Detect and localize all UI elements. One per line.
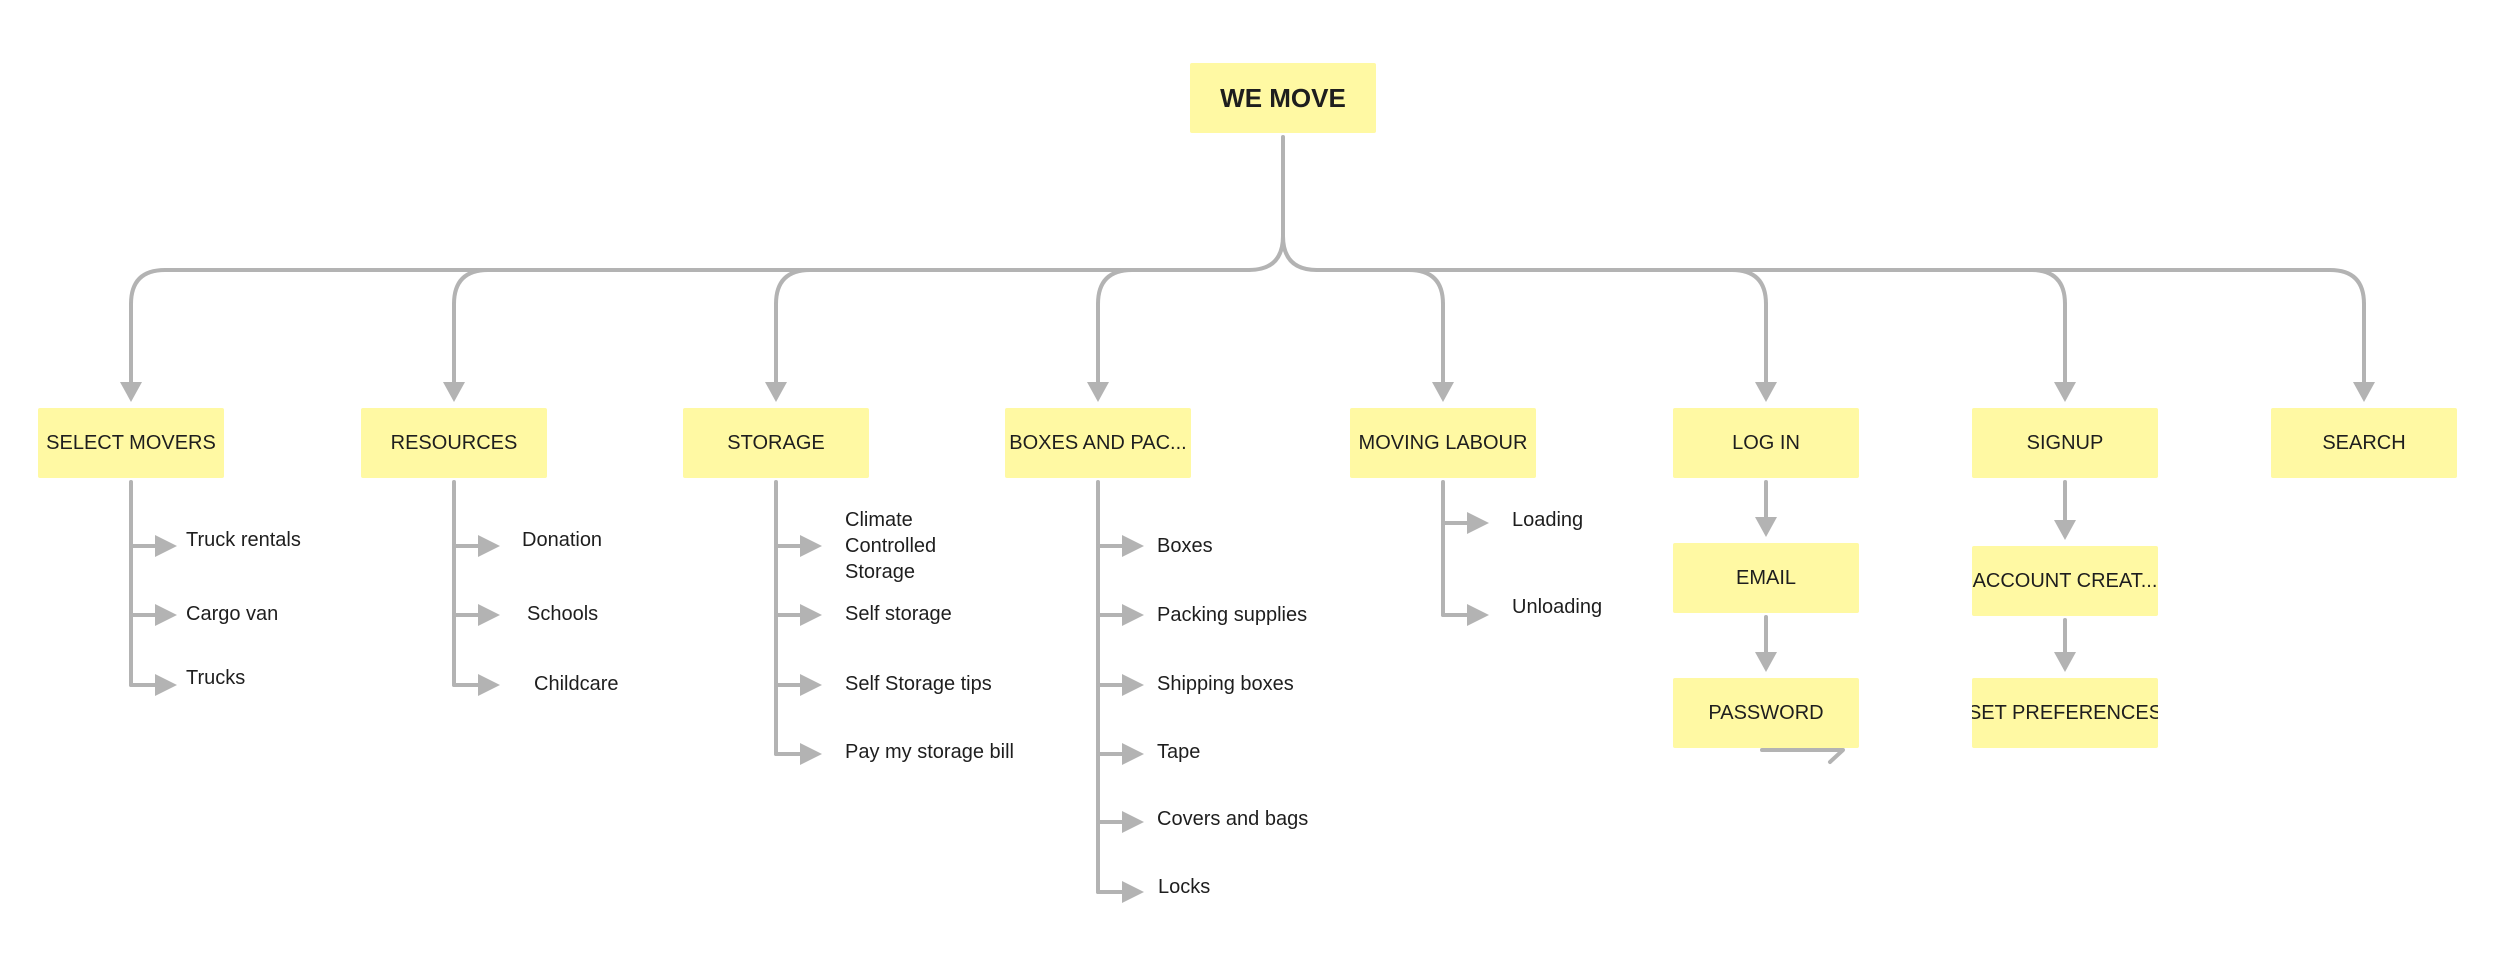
root-curve-left [1247, 234, 1285, 272]
node-log-in[interactable]: LOG IN [1673, 408, 1859, 478]
branch-curve-5 [1730, 268, 1768, 306]
spine-arrow-2-1 [800, 604, 822, 626]
spine-arrow-0-1 [155, 604, 177, 626]
spine-arrow-3-1 [1122, 604, 1144, 626]
login-to-email-arrow [1755, 517, 1777, 537]
spine-arrow-0-2 [155, 674, 177, 696]
item-shipping-boxes[interactable]: Shipping boxes [1157, 673, 1294, 695]
item-boxes[interactable]: Boxes [1157, 535, 1213, 557]
spine-arrow-2-2 [800, 674, 822, 696]
spine-arrow-1-0 [478, 535, 500, 557]
branch-arrow-4 [1432, 382, 1454, 402]
item-trucks[interactable]: Trucks [186, 667, 246, 689]
node-moving-labour[interactable]: MOVING LABOUR [1350, 408, 1536, 478]
password-stray-line [1760, 748, 1845, 764]
branch-curve-4 [1407, 268, 1445, 306]
item-unloading[interactable]: Unloading [1512, 596, 1603, 618]
node-boxes-and-packing[interactable]: BOXES AND PAC... [1005, 408, 1191, 478]
root-node[interactable]: WE MOVE [1190, 63, 1376, 133]
branch-curve-0 [129, 268, 167, 306]
branch-arrow-3 [1087, 382, 1109, 402]
item-schools[interactable]: Schools [527, 603, 599, 625]
item-pay-storage-bill[interactable]: Pay my storage bill [845, 741, 1014, 763]
branch-curve-7 [2328, 268, 2366, 306]
spine-arrow-3-5 [1122, 881, 1144, 903]
branch-arrow-0 [120, 382, 142, 402]
spine-arrow-0-0 [155, 535, 177, 557]
spine-arrow-4-0 [1467, 512, 1489, 534]
item-cargo-van[interactable]: Cargo van [186, 603, 279, 625]
branch-arrow-7 [2353, 382, 2375, 402]
branch-curve-3 [1096, 268, 1134, 306]
root-curve-right [1281, 234, 1319, 272]
spine-arrow-1-2 [478, 674, 500, 696]
branch-arrow-1 [443, 382, 465, 402]
item-locks[interactable]: Locks [1158, 876, 1211, 898]
node-set-preferences[interactable]: SET PREFERENCES [1972, 678, 2158, 748]
branch-curve-1 [452, 268, 490, 306]
spine-arrow-3-0 [1122, 535, 1144, 557]
item-childcare[interactable]: Childcare [534, 673, 619, 695]
node-email[interactable]: EMAIL [1673, 543, 1859, 613]
item-climate-controlled-storage[interactable]: Climate Controlled Storage [845, 509, 937, 583]
item-self-storage[interactable]: Self storage [845, 603, 952, 625]
node-search[interactable]: SEARCH [2271, 408, 2457, 478]
node-account-creation[interactable]: ACCOUNT CREAT... [1972, 546, 2158, 616]
item-packing-supplies[interactable]: Packing supplies [1157, 604, 1308, 626]
item-truck-rentals[interactable]: Truck rentals [186, 529, 301, 551]
item-self-storage-tips[interactable]: Self Storage tips [845, 673, 992, 695]
spine-arrow-3-4 [1122, 811, 1144, 833]
node-storage[interactable]: STORAGE [683, 408, 869, 478]
item-tape[interactable]: Tape [1157, 741, 1201, 763]
email-to-password-arrow [1755, 652, 1777, 672]
branch-curve-2 [774, 268, 812, 306]
branch-arrow-2 [765, 382, 787, 402]
spine-arrow-3-2 [1122, 674, 1144, 696]
signup-to-account-arrow [2054, 520, 2076, 540]
node-signup[interactable]: SIGNUP [1972, 408, 2158, 478]
branch-arrow-5 [1755, 382, 1777, 402]
spine-arrow-2-0 [800, 535, 822, 557]
branch-curve-6 [2029, 268, 2067, 306]
node-resources[interactable]: RESOURCES [361, 408, 547, 478]
item-loading[interactable]: Loading [1512, 509, 1584, 531]
node-password[interactable]: PASSWORD [1673, 678, 1859, 748]
spine-arrow-4-1 [1467, 604, 1489, 626]
item-donation[interactable]: Donation [522, 529, 603, 551]
node-select-movers[interactable]: SELECT MOVERS [38, 408, 224, 478]
item-covers-and-bags[interactable]: Covers and bags [1157, 808, 1309, 830]
branch-arrow-6 [2054, 382, 2076, 402]
spine-arrow-2-3 [800, 743, 822, 765]
spine-arrow-3-3 [1122, 743, 1144, 765]
spine-arrow-1-1 [478, 604, 500, 626]
account-to-preferences-arrow [2054, 652, 2076, 672]
